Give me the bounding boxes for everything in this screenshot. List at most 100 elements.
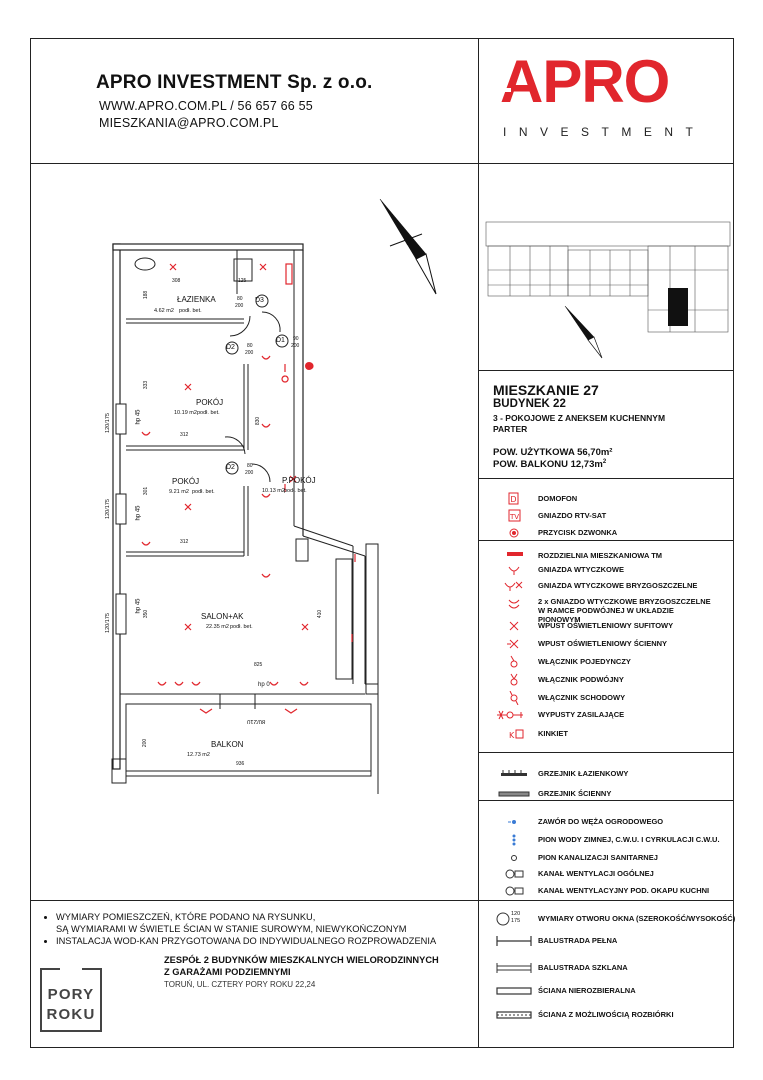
room-name-balkon: BALKON	[211, 740, 244, 749]
dim-balcony-depth: 200	[142, 738, 149, 748]
wall-radiator-icon	[495, 787, 531, 801]
room-area-pokoj-1: 10.19 m2	[174, 410, 197, 416]
site-key-plan	[485, 221, 731, 359]
legend-label-double-switch: WŁĄCZNIK PODWÓJNY	[538, 675, 624, 684]
legend-label-single-switch: WŁĄCZNIK POJEDYNCZY	[538, 657, 631, 666]
note-1-line-1: WYMIARY POMIESZCZEŃ, KTÓRE PODANO NA RYS…	[56, 912, 316, 922]
pory-roku-logo-bottom: ROKU	[46, 1006, 96, 1023]
notes-divider	[30, 900, 478, 901]
sill-height-3: hp 45	[135, 598, 142, 614]
project-title: ZESPÓŁ 2 BUDYNKÓW MIESZKALNYCH WIELORODZ…	[164, 954, 439, 978]
balcony-area: POW. BALKONU 12,73m2	[493, 459, 606, 470]
legend-label-distribution-board: ROZDZIELNIA MIESZKANIOWA TM	[538, 551, 663, 560]
door-width-d2b: 80	[247, 463, 253, 469]
header-divider	[30, 163, 734, 164]
doorbell-icon	[495, 526, 531, 540]
bathroom-radiator-icon	[495, 767, 531, 781]
apartment-floor: PARTER	[493, 424, 528, 434]
splashproof-socket-icon	[495, 579, 531, 593]
room-area-przedpokoj: 10.13 m2	[262, 488, 285, 494]
dim-room1-width: 312	[180, 432, 189, 438]
dim-room1-depth: 333	[143, 380, 150, 390]
legend-label-glass-balustrade: BALUSTRADA SZKLANA	[538, 963, 628, 972]
legend-label-hood-vent: KANAŁ WENTYLACYJNY POD. OKAPU KUCHNI	[538, 886, 710, 895]
legend-label-splashproof-socket: GNIAZDA WTYCZKOWE BRYZGOSZCZELNE	[538, 581, 698, 590]
intercom-icon: D	[495, 492, 531, 506]
floor-plan	[111, 198, 437, 794]
sill-height-2: hp 45	[135, 505, 142, 521]
door-label-d3: D3	[255, 297, 264, 304]
sill-height-4: hp 0	[258, 682, 270, 688]
sewer-riser-icon	[495, 851, 531, 865]
room-area-balkon: 12.73 m2	[187, 752, 210, 758]
svg-text:K: K	[509, 731, 515, 740]
legend-divider-1	[478, 540, 734, 541]
dim-salon-width: 825	[254, 662, 263, 668]
company-name: APRO INVESTMENT Sp. z o.o.	[96, 72, 373, 93]
info-divider	[478, 478, 734, 479]
room-finish-pokoj-2: podł. bet.	[192, 489, 215, 495]
svg-text:TV: TV	[509, 513, 519, 521]
apro-logo: APRO	[500, 48, 670, 115]
window-dim-icon	[495, 912, 531, 926]
apartment-building: BUDYNEK 22	[493, 398, 566, 410]
logo-notch	[497, 88, 511, 92]
window-dim-1: 120/175	[104, 413, 111, 433]
legend-label-doorbell: PRZYCISK DZWONKA	[538, 528, 618, 537]
dim-bath-depth: 188	[143, 290, 150, 300]
window-dim-sample-height: 175	[511, 918, 521, 924]
tv-socket-icon: TV	[495, 509, 531, 523]
company-email[interactable]: MIESZKANIA@APRO.COM.PL	[99, 116, 279, 130]
legend-label-ceiling-light: WPUST OŚWIETLENIOWY SUFITOWY	[538, 621, 674, 630]
room-finish-lazienka: podł. bet.	[179, 308, 202, 314]
room-area-pokoj-2: 9.21 m2	[169, 489, 189, 495]
pory-roku-logo: PORY ROKU	[40, 968, 102, 1032]
project-title-line-2: Z GARAŻAMI PODZIEMNYMI	[164, 967, 291, 977]
room-name-przedpokoj: P.POKÓJ	[282, 476, 316, 485]
room-area-lazienka: 4.62 m2	[154, 308, 174, 314]
legend-label-staircase-switch: WŁĄCZNIK SCHODOWY	[538, 693, 626, 702]
note-1-line-2: SĄ WYMIARAMI W ŚWIETLE ŚCIAN W STANIE SU…	[56, 924, 407, 934]
project-address: TORUŃ, UL. CZTERY PORY ROKU 22,24	[164, 980, 316, 989]
legend-label-sconce: KINKIET	[538, 729, 568, 738]
door-width-d1: 90	[293, 336, 299, 342]
legend-label-socket: GNIAZDA WTYCZKOWE	[538, 565, 624, 574]
pory-roku-logo-top: PORY	[47, 986, 95, 1003]
dim-bath-side: 125	[238, 278, 247, 284]
double-switch-icon	[495, 673, 531, 687]
door-height-d1: 200	[291, 343, 300, 349]
legend-label-power-outlet: WYPUSTY ZASILAJĄCE	[538, 710, 625, 719]
room-name-pokoj-2: POKÓJ	[172, 477, 200, 486]
single-switch-icon	[495, 655, 531, 669]
water-riser-icon	[495, 833, 531, 847]
dim-balcony-width: 936	[236, 761, 245, 767]
legend-label-solid-balustrade: BALUSTRADA PEŁNA	[538, 936, 618, 945]
legend-label-bathroom-radiator: GRZEJNIK ŁAZIENKOWY	[538, 769, 629, 778]
room-finish-przedpokoj: podł. bet.	[284, 488, 307, 494]
legend-label-load-bearing-wall: ŚCIANA NIEROZBIERALNA	[538, 986, 636, 995]
load-bearing-wall-icon	[495, 984, 532, 998]
company-contact[interactable]: WWW.APRO.COM.PL / 56 657 66 55	[99, 99, 313, 113]
apro-logo-subtitle: INVESTMENT	[503, 125, 706, 139]
sill-height-1: hp 45	[135, 409, 142, 425]
power-outlet-icon	[495, 708, 531, 722]
room-finish-pokoj-1: podł. bet.	[197, 410, 220, 416]
legend-label-vent: KANAŁ WENTYLACJI OGÓLNEJ	[538, 869, 654, 878]
pory-logo-gap	[60, 960, 82, 970]
glass-balustrade-icon	[495, 961, 532, 975]
window-dim-2: 120/175	[104, 499, 111, 519]
apartment-location-marker	[668, 288, 688, 326]
legend-label-tv-socket: GNIAZDO RTV-SAT	[538, 511, 607, 520]
dim-hall-length: 830	[255, 416, 262, 426]
legend-divider-2	[478, 752, 734, 753]
door-width-d2: 80	[247, 343, 253, 349]
room-finish-salon: podł. bet.	[230, 624, 253, 630]
keyplan-divider	[478, 370, 734, 371]
sconce-icon: K	[495, 727, 531, 741]
dim-salon-side: 410	[317, 609, 324, 619]
legend-label-intercom: DOMOFON	[538, 494, 578, 503]
removable-wall-icon	[495, 1008, 532, 1022]
project-title-line-1: ZESPÓŁ 2 BUDYNKÓW MIESZKALNYCH WIELORODZ…	[164, 955, 439, 965]
window-dim-sample-width: 120	[511, 911, 521, 917]
